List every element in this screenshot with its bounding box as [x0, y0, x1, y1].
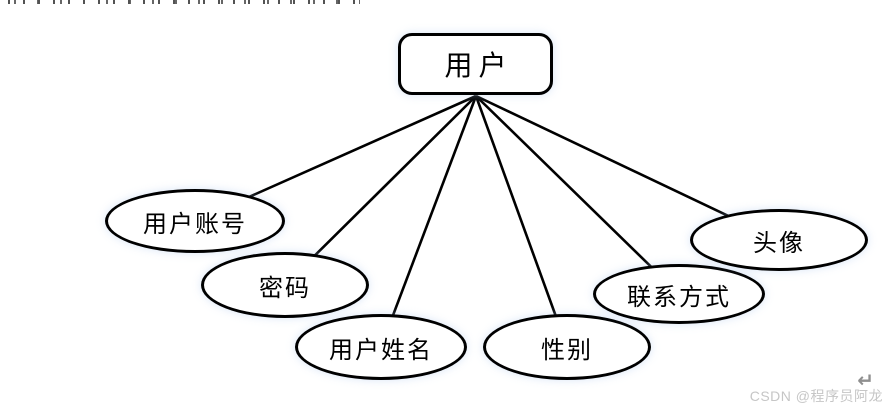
attribute-ellipse-password: 密码 [201, 252, 369, 318]
csdn-watermark: CSDN @程序员阿龙 [749, 388, 883, 404]
entity-box-user: 用户 [398, 33, 553, 95]
return-mark-icon: ↵ [857, 368, 874, 392]
attribute-label: 用户姓名 [329, 337, 433, 364]
connector-line-contact [475, 95, 680, 295]
attribute-ellipse-contact-method: 联系方式 [593, 264, 765, 324]
cropped-text-fragments [8, 0, 360, 4]
attribute-label: 密码 [259, 275, 311, 302]
connector-line-gender [474, 95, 569, 348]
attribute-ellipse-gender: 性别 [483, 314, 651, 380]
connector-line-name [379, 95, 478, 348]
attribute-ellipse-user-account: 用户账号 [105, 189, 285, 253]
entity-label: 用户 [444, 51, 513, 82]
attribute-label: 头像 [753, 230, 805, 257]
attribute-label: 用户账号 [143, 211, 247, 238]
attribute-ellipse-avatar: 头像 [690, 209, 868, 271]
attribute-ellipse-user-name: 用户姓名 [295, 314, 467, 380]
attribute-label: 联系方式 [627, 284, 731, 311]
attribute-label: 性别 [541, 337, 593, 364]
